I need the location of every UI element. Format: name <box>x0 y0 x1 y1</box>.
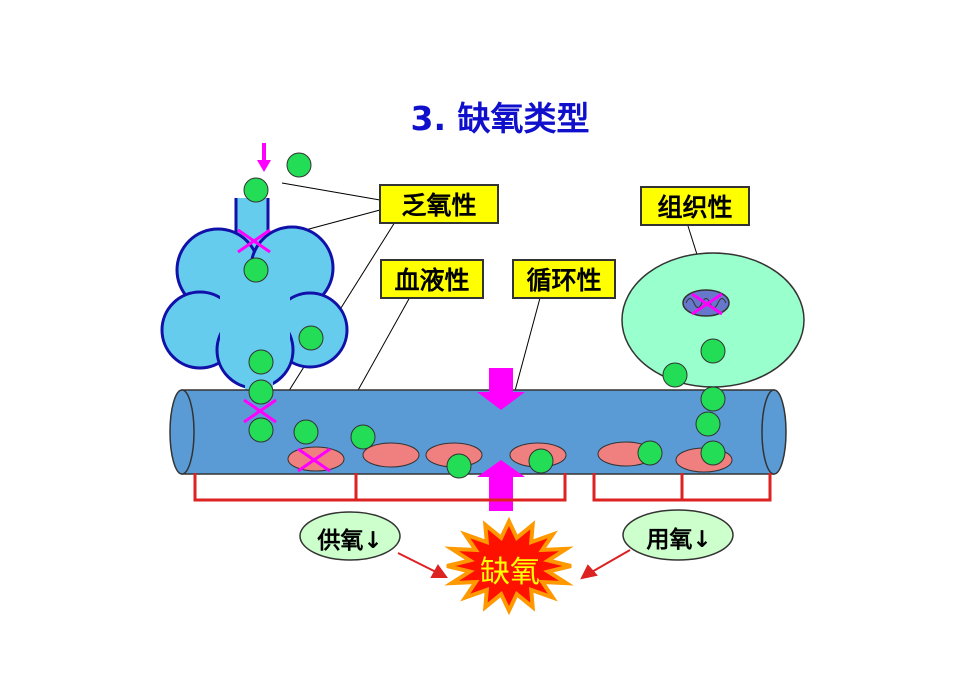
flow-down-arrow <box>477 368 525 410</box>
oxygen-molecules <box>243 152 726 479</box>
blood-vessel <box>169 389 787 475</box>
oxygen-molecule <box>695 411 721 437</box>
blocked-marks <box>237 228 723 473</box>
block-x-diffusion <box>243 398 277 424</box>
hypoxia-label: 缺氧 <box>480 555 540 590</box>
block-x-mitochondria <box>691 292 723 316</box>
oxygen-molecule <box>243 177 269 203</box>
alveoli <box>160 198 349 400</box>
oxygen-molecule <box>286 152 312 178</box>
oxygen-molecule <box>662 362 688 388</box>
oxygen-molecule <box>700 440 726 466</box>
oxygen-molecule <box>528 448 554 474</box>
oxygen-molecule <box>700 338 726 364</box>
usage-label: 用氧↓ <box>646 527 712 553</box>
oxygen-molecule <box>248 379 274 405</box>
label-hypotonic: 乏氧性 <box>379 184 499 224</box>
inhale-arrow <box>257 143 271 172</box>
arrows <box>257 143 525 511</box>
oxygen-molecule <box>293 419 319 445</box>
hypoxia-burst <box>444 516 574 616</box>
supply-oval <box>299 511 401 561</box>
connector-arrows <box>397 549 631 580</box>
block-x-airway <box>237 228 271 254</box>
page-title: 3. 缺氧类型 <box>410 99 590 138</box>
brackets <box>193 473 772 502</box>
block-x-hemoglobin <box>297 447 331 473</box>
label-circulatory: 循环性 <box>512 259 616 299</box>
label-hemic: 血液性 <box>380 259 484 299</box>
oxygen-molecule <box>700 386 726 412</box>
flow-up-arrow <box>477 460 525 511</box>
oxygen-molecule <box>248 349 274 375</box>
oxygen-molecule <box>248 417 274 443</box>
tissue-cell <box>621 252 805 388</box>
oxygen-molecule <box>637 440 663 466</box>
label-histogenous: 组织性 <box>640 186 750 226</box>
oxygen-molecule <box>446 453 472 479</box>
supply-label: 供氧↓ <box>317 528 383 554</box>
oxygen-molecule <box>350 424 376 450</box>
red-blood-cell <box>362 442 420 468</box>
usage-oval <box>622 509 734 561</box>
oxygen-molecule <box>243 257 269 283</box>
oxygen-molecule <box>298 325 324 351</box>
